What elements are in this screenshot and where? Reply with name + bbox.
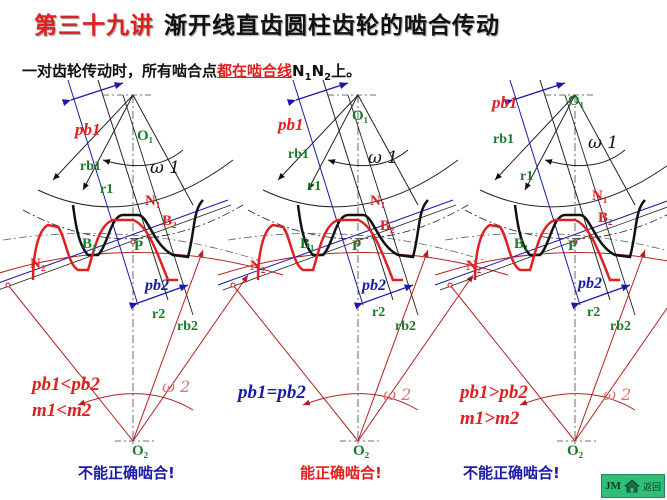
label-omega2: ω 2 bbox=[162, 377, 190, 396]
lecture-title: 渐开线直齿圆柱齿轮的啮合传动 bbox=[164, 13, 500, 39]
slide-title: 第三十九讲渐开线直齿圆柱齿轮的啮合传动 bbox=[34, 6, 500, 40]
label-omega1: ω 1 bbox=[368, 148, 398, 168]
label-n2: N₂ bbox=[250, 258, 266, 274]
label-r1: r1 bbox=[100, 182, 113, 197]
label-n2: N₂ bbox=[30, 256, 46, 272]
label-r1: r1 bbox=[308, 179, 321, 194]
label-omega1: ω 1 bbox=[150, 158, 180, 178]
label-o1: O₁ bbox=[568, 93, 584, 109]
verdict-left: 不能正确啮合! bbox=[78, 464, 175, 482]
label-omega2: ω 2 bbox=[383, 385, 411, 404]
label-omega1: ω 1 bbox=[588, 133, 618, 153]
condition-middle: pb1=pb2 bbox=[238, 380, 306, 406]
home-icon bbox=[623, 479, 640, 493]
panel-right-labels: O₁ pb1 rb1 r1 ω 1 N₁ B₂ B₁ P N₂ pb2 r2 r… bbox=[466, 93, 631, 459]
subtitle-n1: N bbox=[292, 62, 305, 80]
label-o2: O₂ bbox=[132, 443, 149, 459]
label-b2: B₂ bbox=[380, 218, 395, 234]
label-p: P bbox=[568, 238, 577, 254]
label-pb2: pb2 bbox=[576, 275, 602, 292]
label-rb2: rb2 bbox=[395, 319, 416, 334]
label-o1: O₁ bbox=[137, 128, 153, 144]
label-r2: r2 bbox=[587, 305, 600, 320]
label-o2: O₂ bbox=[567, 443, 584, 459]
condition-left-line2: m1<m2 bbox=[32, 400, 92, 421]
label-pb2: pb2 bbox=[143, 277, 169, 294]
label-pb1: pb1 bbox=[276, 115, 304, 134]
label-b1: B₁ bbox=[300, 236, 315, 252]
subtitle-highlight: 都在啮合线 bbox=[217, 62, 293, 80]
return-button-logo: JM bbox=[605, 480, 621, 492]
verdict-middle: 能正确啮合! bbox=[300, 464, 382, 482]
label-n1: N₁ bbox=[592, 188, 607, 204]
label-r2: r2 bbox=[152, 307, 165, 322]
condition-middle-line1: pb1=pb2 bbox=[238, 382, 306, 403]
condition-right-line1: pb1>pb2 bbox=[460, 382, 528, 403]
label-p: P bbox=[134, 238, 143, 254]
condition-left: pb1<pb2 m1<m2 bbox=[32, 372, 100, 424]
label-pb1: pb1 bbox=[490, 93, 518, 112]
label-n2: N₂ bbox=[466, 258, 482, 274]
subtitle-n1-sub: 1 bbox=[304, 72, 312, 83]
condition-right-line2: m1>m2 bbox=[460, 408, 520, 429]
label-b1: B₁ bbox=[82, 236, 97, 252]
label-rb1: rb1 bbox=[288, 147, 309, 162]
subtitle-n2: N bbox=[311, 62, 325, 80]
lecture-number: 第三十九讲 bbox=[34, 13, 154, 39]
label-rb2: rb2 bbox=[610, 319, 631, 334]
label-p: P bbox=[352, 238, 361, 254]
label-pb1: pb1 bbox=[73, 120, 101, 139]
label-b2: B₂ bbox=[162, 213, 177, 229]
label-rb1: rb1 bbox=[493, 132, 514, 147]
return-button[interactable]: JM 返回 bbox=[601, 474, 665, 498]
verdict-right: 不能正确啮合! bbox=[463, 464, 560, 482]
label-o1: O₁ bbox=[352, 108, 368, 124]
label-n1: N₁ bbox=[145, 193, 160, 209]
label-r2: r2 bbox=[372, 305, 385, 320]
condition-left-line1: pb1<pb2 bbox=[32, 374, 100, 395]
label-b2: B₂ bbox=[598, 210, 613, 226]
return-button-label: 返回 bbox=[642, 482, 661, 493]
label-r1: r1 bbox=[520, 169, 533, 184]
slide-subtitle: 一对齿轮传动时，所有啮合点都在啮合线N1N2上。 bbox=[22, 60, 361, 83]
label-n1: N₁ bbox=[370, 193, 385, 209]
panel-left-labels: O₁ pb1 rb1 r1 ω 1 N₁ B₂ B₁ P N₂ pb2 r2 r… bbox=[30, 120, 198, 459]
subtitle-suffix: 上。 bbox=[331, 62, 362, 80]
label-omega2: ω 2 bbox=[603, 385, 631, 404]
condition-right: pb1>pb2 m1>m2 bbox=[460, 380, 528, 432]
label-b1: B₁ bbox=[514, 236, 529, 252]
label-pb2: pb2 bbox=[360, 277, 386, 294]
panel-middle-labels: O₁ pb1 rb1 r1 ω 1 N₁ B₂ B₁ P N₂ pb2 r2 r… bbox=[250, 108, 416, 459]
label-rb1: rb1 bbox=[80, 159, 101, 174]
subtitle-prefix: 一对齿轮传动时，所有啮合点 bbox=[22, 62, 218, 80]
label-o2: O₂ bbox=[353, 443, 370, 459]
subtitle-n2-sub: 2 bbox=[324, 72, 332, 83]
label-rb2: rb2 bbox=[177, 319, 198, 334]
